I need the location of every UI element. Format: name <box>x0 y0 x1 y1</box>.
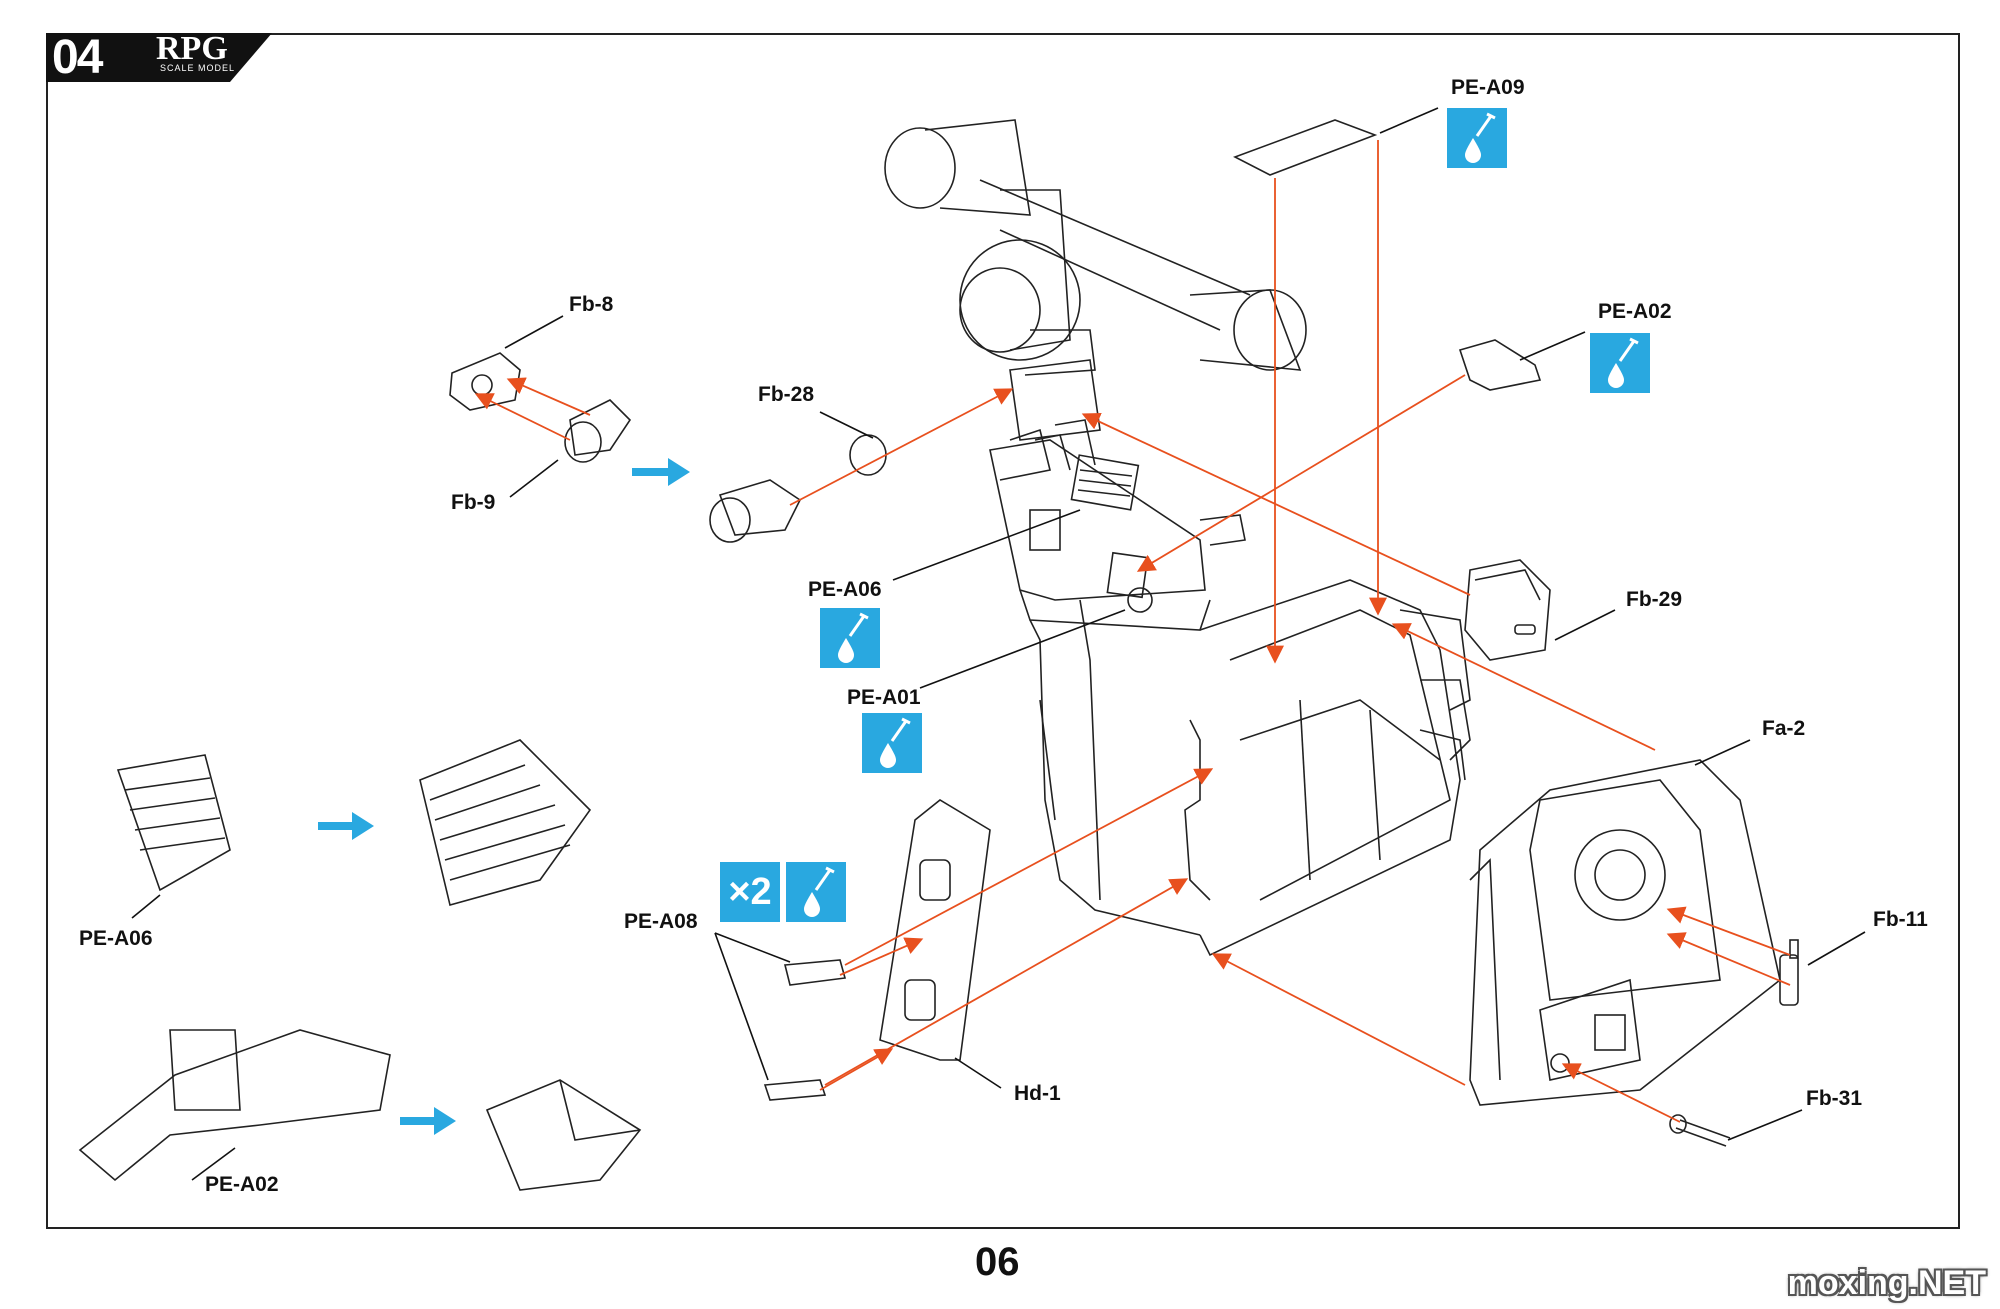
label-fb-9: Fb-9 <box>451 491 496 514</box>
leader-lines <box>131 107 1866 1181</box>
label-pe-a06-mid: PE-A06 <box>808 578 882 601</box>
watermark: moxing.NET <box>1787 1264 1986 1302</box>
glue-drop-icon <box>820 608 880 668</box>
label-fb-11: Fb-11 <box>1873 908 1928 931</box>
label-pe-a09: PE-A09 <box>1451 76 1525 99</box>
label-pe-a02-bottom: PE-A02 <box>205 1173 279 1196</box>
sensor-head-part <box>884 119 1307 481</box>
label-fb-29: Fb-29 <box>1626 588 1683 611</box>
label-pe-a01: PE-A01 <box>847 686 921 709</box>
label-pe-a06-left: PE-A06 <box>79 927 153 950</box>
right-arrow-icon <box>632 458 690 486</box>
glue-drop-icon <box>1447 108 1507 168</box>
flow-arrows <box>318 458 690 1135</box>
glue-drop-icon <box>786 862 846 922</box>
label-fb-8: Fb-8 <box>569 293 614 316</box>
label-fb-28: Fb-28 <box>758 383 815 406</box>
pe-a06-sheet-part <box>116 754 231 892</box>
hd-1-part <box>879 799 991 1061</box>
frame-box-part <box>1184 579 1471 957</box>
right-arrow-icon <box>318 812 374 840</box>
fb-29-part <box>1464 559 1551 661</box>
part-outlines <box>78 119 1799 1191</box>
column-body-part <box>989 439 1246 936</box>
fa-2-part <box>1469 759 1781 1106</box>
fb-11-part <box>1779 939 1799 1006</box>
label-hd-1: Hd-1 <box>1014 1082 1061 1105</box>
step-badge <box>46 33 272 82</box>
pe-a08-part <box>763 1079 827 1101</box>
glue-drop-icon <box>862 713 922 773</box>
pe-a02-top-part <box>1458 339 1542 391</box>
fb-8-part <box>449 352 521 411</box>
pe-a08-part <box>783 959 847 986</box>
glue-drop-icon <box>1590 333 1650 393</box>
page-frame <box>46 33 1960 1229</box>
label-pe-a08: PE-A08 <box>624 910 698 933</box>
brand-subtitle: SCALE MODEL <box>160 63 236 73</box>
fb-28-part <box>849 434 887 476</box>
fb-9-part <box>564 399 632 463</box>
right-arrow-icon <box>400 1107 456 1135</box>
assembly-arrows <box>474 140 1791 1123</box>
pe-a09-part <box>1233 119 1378 176</box>
label-pe-a02-top: PE-A02 <box>1598 300 1672 323</box>
brand-logo: RPG <box>156 30 228 67</box>
pe-a02-flat-part <box>78 1029 391 1182</box>
quantity-badge: ×2 <box>720 862 780 922</box>
label-fa-2: Fa-2 <box>1762 717 1806 740</box>
step-number: 04 <box>52 31 103 84</box>
pe-a06-bent-part <box>419 739 592 906</box>
label-fb-31: Fb-31 <box>1806 1087 1863 1110</box>
page-number: 06 <box>975 1240 1020 1284</box>
pe-a02-folded-part <box>485 1079 642 1191</box>
fb-31-part <box>1669 1114 1731 1147</box>
fb-28-motor-part <box>709 479 802 543</box>
